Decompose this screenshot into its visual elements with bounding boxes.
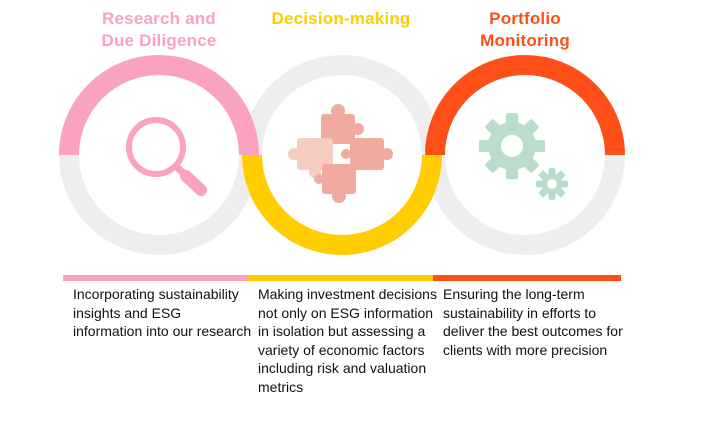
research-color-bar	[63, 275, 248, 281]
decision-title: Decision-making	[271, 9, 411, 28]
portfolio-title: Portfolio Monitoring	[480, 9, 570, 50]
portfolio-description: Ensuring the long-term sustainability in…	[443, 286, 623, 358]
puzzle-pieces-icon	[288, 104, 393, 203]
research-description: Incorporating sustainability insights an…	[73, 286, 252, 339]
decision-ring-arc	[242, 154, 442, 255]
decision-description: Making investment decisions not only on …	[258, 286, 437, 395]
research-title: Research and Due Diligence	[101, 9, 217, 50]
gears-icon	[479, 113, 568, 200]
decision-color-bar	[248, 275, 433, 281]
portfolio-color-bar	[433, 275, 621, 281]
portfolio-ring-arc	[425, 55, 625, 156]
research-ring-arc	[59, 55, 259, 156]
magnifying-glass-icon	[126, 117, 207, 196]
